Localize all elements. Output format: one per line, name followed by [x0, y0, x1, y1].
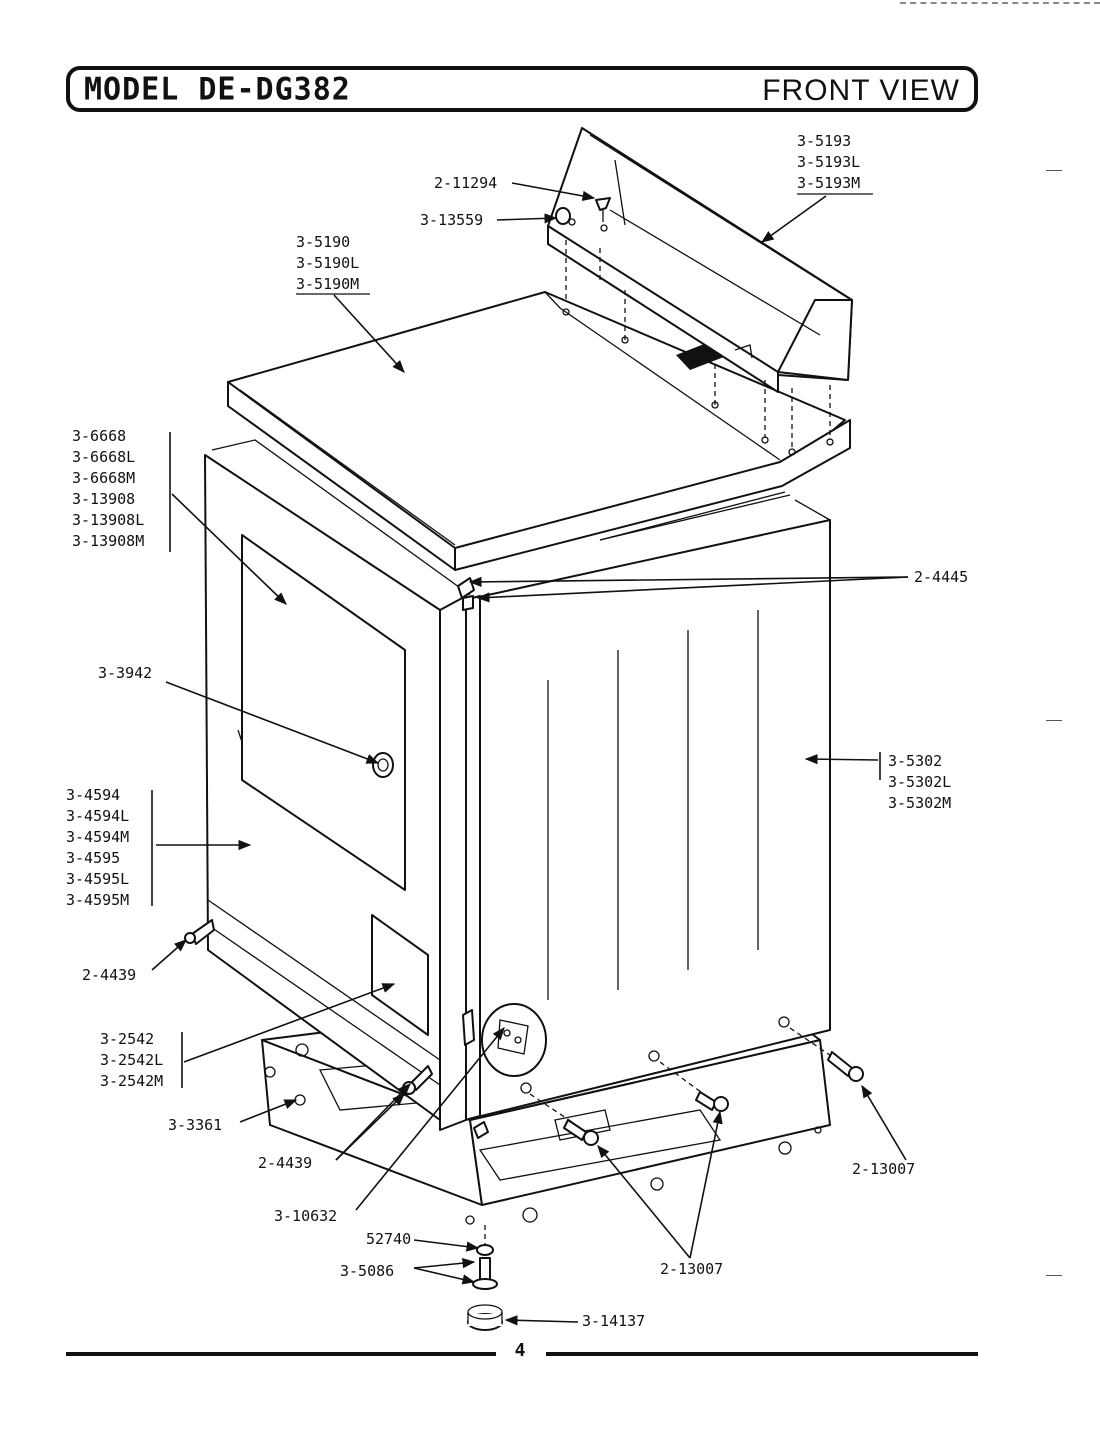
label-screw-base: 2-13007 — [660, 1260, 723, 1278]
page-number: 4 — [514, 1340, 526, 1361]
label-line: 3-13908 — [72, 490, 135, 508]
label-leg: 3-5086 — [340, 1262, 394, 1280]
label-line: 3-4594 — [66, 786, 120, 804]
label-line: 3-4595M — [66, 891, 129, 909]
label-line: 3-13908M — [72, 532, 144, 550]
edge-mark — [1046, 170, 1062, 171]
label-line: 3-13908L — [72, 511, 144, 529]
screw-terminal — [473, 1121, 489, 1139]
label-terminal-block: 3-10632 — [274, 1207, 337, 1225]
label-door: 3-6668 3-6668L 3-6668M 3-13908 3-13908L … — [72, 427, 144, 550]
top-panel — [227, 291, 851, 571]
model-title: MODEL DE-DG382 — [84, 71, 351, 108]
access-panel — [371, 914, 429, 1036]
label-line: 3-6668 — [72, 427, 126, 445]
label-line: 3-5302 — [888, 752, 942, 770]
control-panel — [547, 127, 853, 393]
label-screw-right: 2-13007 — [852, 1160, 915, 1178]
label-hinge-clip: 2-4445 — [914, 568, 968, 586]
clip-top — [555, 207, 571, 225]
view-title: FRONT VIEW — [762, 74, 960, 107]
label-access-panel: 3-2542 3-2542L 3-2542M — [100, 1030, 163, 1090]
label-screw-left: 2-4439 — [82, 966, 136, 984]
label-control-panel: 3-5193 3-5193L 3-5193M — [797, 132, 873, 195]
label-line: 3-2542 — [100, 1030, 154, 1048]
label-line: 3-5193L — [797, 153, 860, 171]
label-line: 3-2542L — [100, 1051, 163, 1069]
label-line: 3-5190L — [296, 254, 359, 272]
control-panel-mounting-lines — [565, 240, 831, 450]
label-line: 3-5302L — [888, 773, 951, 791]
door-stop — [372, 752, 394, 778]
label-line: 3-6668M — [72, 469, 135, 487]
label-line: 3-2542M — [100, 1072, 163, 1090]
screw-left — [184, 919, 215, 945]
label-line: 3-5193M — [797, 174, 860, 192]
label-line: 3-4594L — [66, 807, 129, 825]
footer-rule-right — [546, 1352, 978, 1356]
label-line: 3-4594M — [66, 828, 129, 846]
label-line: 3-5193 — [797, 132, 851, 150]
label-screw-top: 2-11294 — [434, 174, 497, 192]
screw-base-1 — [659, 1061, 729, 1112]
edge-mark — [1046, 1275, 1062, 1276]
label-screw-front: 2-4439 — [258, 1154, 312, 1172]
leg-assembly — [467, 1225, 503, 1331]
footer-rule-left — [66, 1352, 496, 1356]
label-base: 3-3361 — [168, 1116, 222, 1134]
cabinet-side-panel — [464, 494, 831, 1121]
screw-base-2 — [529, 1093, 599, 1146]
header-box: MODEL DE-DG382 FRONT VIEW — [66, 66, 978, 112]
label-line: 3-5302M — [888, 794, 951, 812]
screw-top — [595, 197, 611, 222]
label-line: 3-4595 — [66, 849, 120, 867]
label-line: 3-5190 — [296, 233, 350, 251]
label-line: 3-5190M — [296, 275, 359, 293]
label-line: 3-6668L — [72, 448, 135, 466]
label-line: 3-4595L — [66, 870, 129, 888]
screw-right — [789, 1027, 864, 1082]
terminal-block — [462, 1003, 547, 1077]
label-door-stop: 3-3942 — [98, 664, 152, 682]
label-top: 3-5190 3-5190L 3-5190M — [296, 233, 370, 295]
label-front-panel: 3-4594 3-4594L 3-4594M 3-4595 3-4595L 3-… — [66, 786, 129, 909]
label-cabinet-side: 3-5302 3-5302L 3-5302M — [888, 752, 951, 812]
leader-lines — [151, 182, 909, 1326]
label-clip-top: 3-13559 — [420, 211, 483, 229]
top-edge-rule — [900, 2, 1100, 4]
edge-mark — [1046, 720, 1062, 721]
door-panel — [241, 534, 406, 891]
label-nut: 52740 — [366, 1230, 411, 1248]
label-cup: 3-14137 — [582, 1312, 645, 1330]
